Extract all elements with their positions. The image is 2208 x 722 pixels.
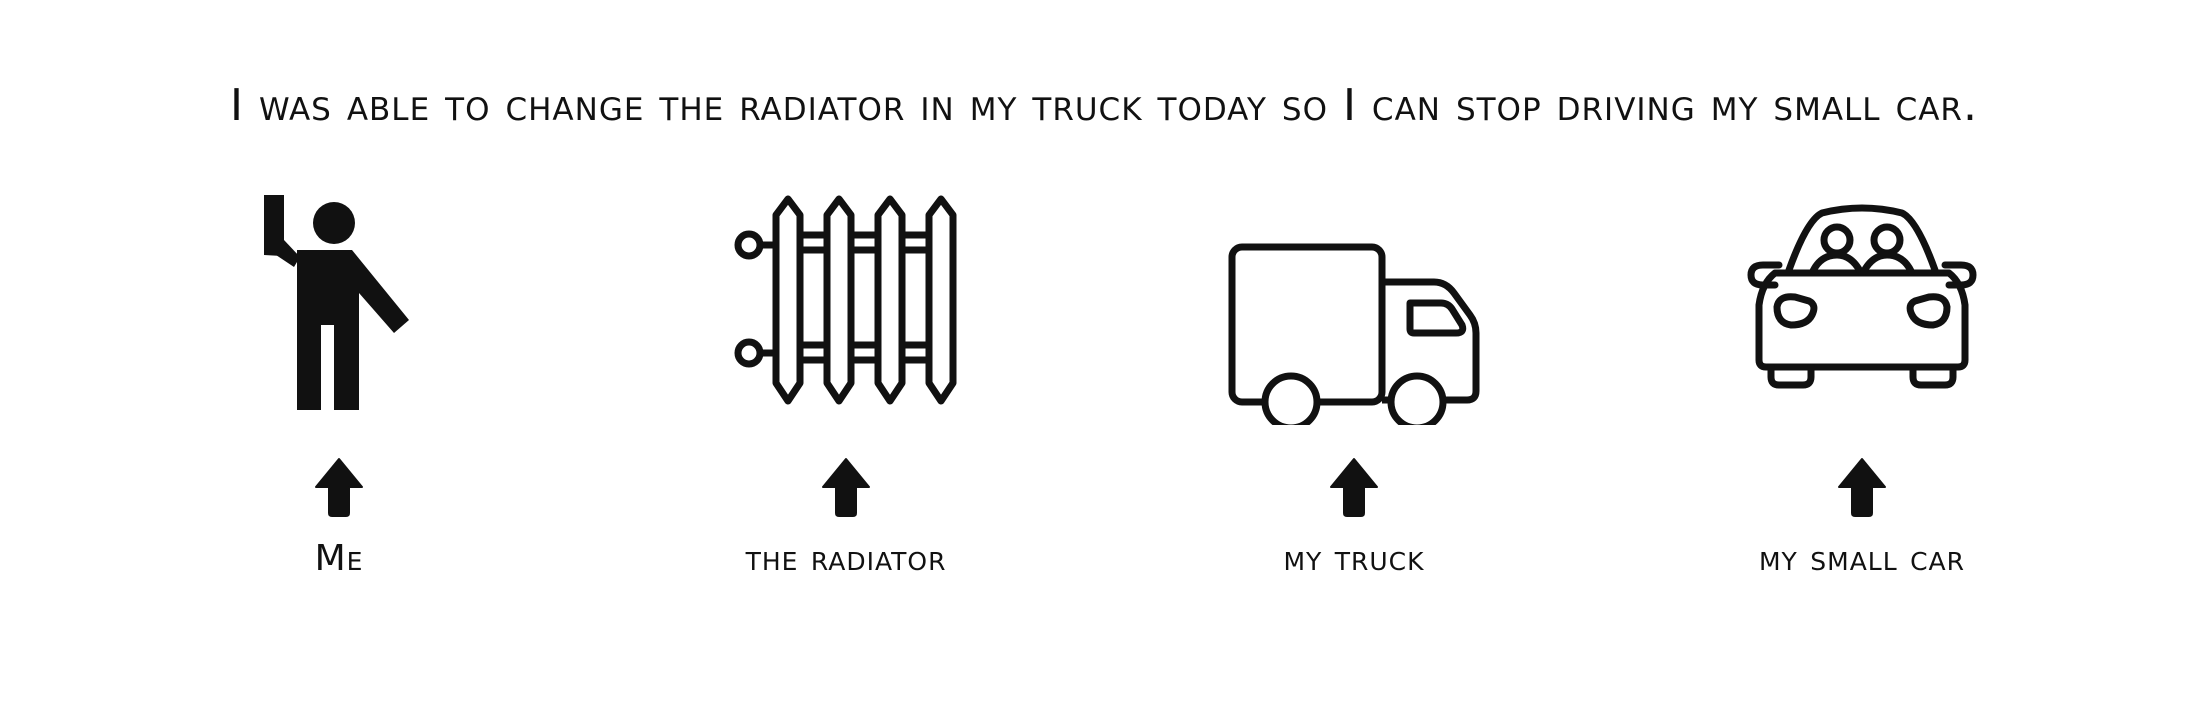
radiator-icon [646, 195, 1046, 445]
arrow-up-icon [821, 457, 871, 517]
sentence-text: I was able to change the radiator in my … [230, 80, 1978, 131]
symbol-label: my truck [1283, 538, 1425, 579]
symbol-label: my small car [1758, 538, 1966, 579]
truck-icon [1154, 195, 1554, 445]
symbol-card-me: Me [139, 195, 539, 615]
symbol-card-truck: my truck [1154, 195, 1554, 615]
car-icon [1662, 195, 2062, 445]
arrow-up-icon [1329, 457, 1379, 517]
person-waving-icon [139, 195, 539, 445]
symbol-card-car: my small car [1662, 195, 2062, 615]
symbol-label: Me [314, 538, 364, 579]
symbol-card-radiator: the radiator [646, 195, 1046, 615]
symbol-label: the radiator [745, 538, 947, 579]
arrow-up-icon [1837, 457, 1887, 517]
arrow-up-icon [314, 457, 364, 517]
